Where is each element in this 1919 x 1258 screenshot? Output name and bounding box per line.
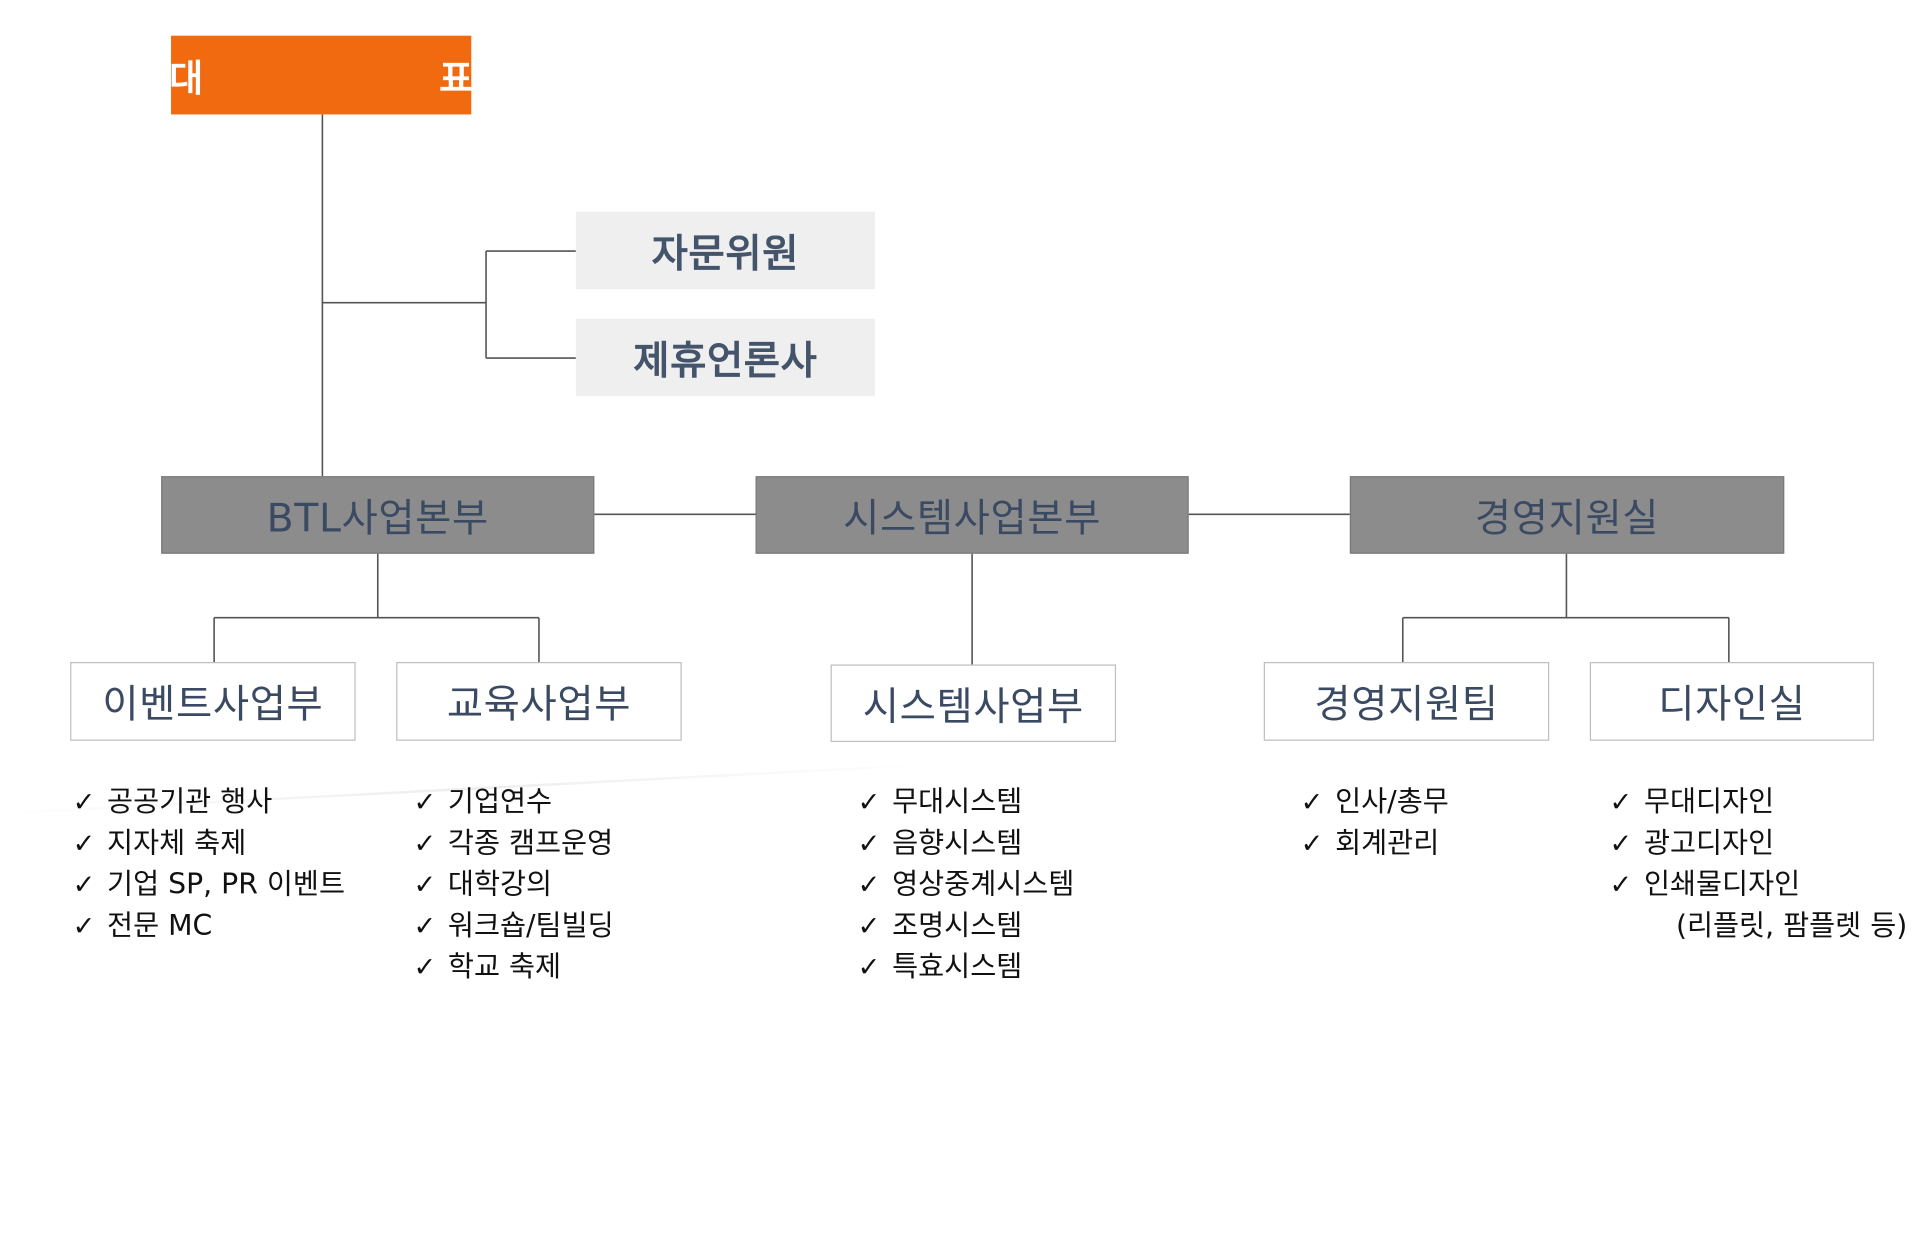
list-item: 대학강의 [413, 865, 613, 906]
connector-management-teams [1401, 553, 1730, 663]
division-system-box: 시스템사업본부 [755, 476, 1189, 554]
list-item: 특효시스템 [858, 947, 1075, 988]
list-item: 음향시스템 [858, 824, 1075, 865]
partner-press-box: 제휴언론사 [575, 318, 875, 397]
list-item: 무대디자인 [1609, 783, 1907, 824]
list-item: 기업 SP, PR 이벤트 [73, 865, 345, 906]
advisory-committee-label: 자문위원 [651, 229, 800, 277]
team-education-box: 교육사업부 [396, 662, 682, 741]
list-item: 영상중계시스템 [858, 865, 1074, 906]
team-system-box: 시스템사업부 [830, 664, 1117, 742]
event-duties-list: 공공기관 행사 지자체 축제 기업 SP, PR 이벤트 전문 MC [73, 783, 345, 948]
team-design-box: 디자인실 [1589, 662, 1875, 741]
division-system-label: 시스템사업본부 [843, 494, 1102, 541]
list-item: 인쇄물디자인 [1609, 865, 1907, 906]
team-education-label: 교육사업부 [446, 680, 632, 728]
list-item: 회계관리 [1301, 824, 1449, 865]
education-duties-list: 기업연수 각종 캠프운영 대학강의 워크숍/팀빌딩 학교 축제 [413, 783, 614, 989]
list-item: 전문 MC [73, 906, 345, 947]
division-management-box: 경영지원실 [1349, 476, 1785, 554]
team-event-label: 이벤트사업부 [102, 680, 324, 728]
list-item: 조명시스템 [858, 906, 1075, 947]
division-btl-box: BTL사업본부 [161, 476, 595, 554]
division-management-label: 경영지원실 [1474, 494, 1660, 541]
list-item: 공공기관 행사 [73, 783, 345, 824]
list-item: 지자체 축제 [73, 824, 345, 865]
team-design-label: 디자인실 [1658, 680, 1806, 728]
advisory-committee-box: 자문위원 [575, 211, 875, 290]
list-item: 기업연수 [413, 783, 613, 824]
list-item: 인사/총무 [1301, 783, 1449, 824]
list-item: 워크숍/팀빌딩 [413, 906, 614, 947]
team-management-box: 경영지원팀 [1263, 662, 1550, 741]
partner-press-label: 제휴언론사 [633, 336, 818, 384]
list-item: 각종 캠프운영 [413, 824, 613, 865]
list-item: 무대시스템 [858, 783, 1075, 824]
list-item: 광고디자인 [1609, 824, 1907, 865]
connector-advisors [322, 250, 576, 359]
list-item: 학교 축제 [413, 947, 613, 988]
system-duties-list: 무대시스템 음향시스템 영상중계시스템 조명시스템 특효시스템 [858, 783, 1075, 989]
team-event-box: 이벤트사업부 [70, 662, 356, 741]
connector-lines [213, 114, 1730, 665]
ceo-label: 대 표 [169, 57, 511, 101]
ceo-box: 대 표 [169, 35, 473, 115]
connector-btl-teams [213, 553, 540, 663]
list-item-note: (리플릿, 팜플렛 등) [1675, 909, 1908, 942]
team-management-label: 경영지원팀 [1314, 680, 1499, 728]
team-system-label: 시스템사업부 [862, 682, 1084, 730]
management-duties-list: 인사/총무 회계관리 [1301, 783, 1449, 865]
design-duties-list: 무대디자인 광고디자인 인쇄물디자인 (리플릿, 팜플렛 등) [1609, 783, 1907, 947]
division-btl-label: BTL사업본부 [266, 494, 489, 541]
